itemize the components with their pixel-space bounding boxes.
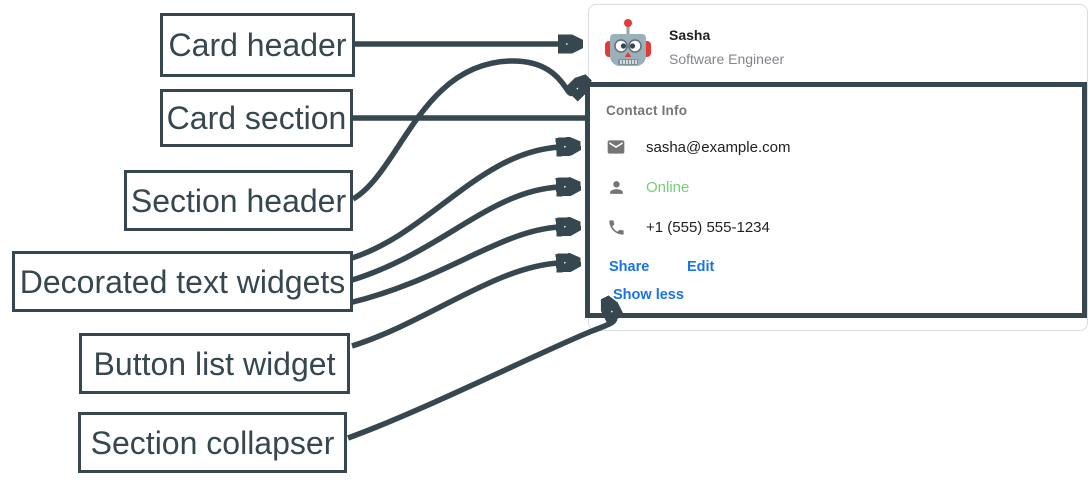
email-icon	[605, 136, 627, 158]
label-decorated-text-widgets: Decorated text widgets	[12, 251, 353, 312]
label-button-list-widget: Button list widget	[79, 333, 350, 394]
phone-icon	[605, 216, 627, 238]
arrow-decorated-text-1	[348, 147, 560, 262]
label-card-header: Card header	[160, 13, 355, 77]
decorated-text-email: sasha@example.com	[605, 136, 790, 158]
label-section-header: Section header	[124, 170, 353, 231]
robot-avatar	[604, 17, 652, 69]
share-button[interactable]: Share	[609, 259, 650, 275]
arrow-button-list	[351, 263, 560, 349]
arrow-section-header	[351, 58, 574, 202]
person-icon	[605, 176, 627, 198]
decorated-text-phone: +1 (555) 555-1234	[605, 216, 770, 238]
edit-button[interactable]: Edit	[687, 259, 715, 275]
card-title: Sasha	[669, 27, 711, 43]
phone-text: +1 (555) 555-1234	[646, 218, 770, 236]
arrow-decorated-text-2	[348, 187, 560, 284]
label-card-section: Card section	[160, 89, 353, 147]
email-text: sasha@example.com	[646, 138, 791, 156]
arrow-decorated-text-3	[348, 227, 560, 306]
section-header-title: Contact Info	[606, 103, 688, 118]
label-section-collapser: Section collapser	[78, 412, 347, 473]
arrow-section-collapser	[347, 316, 615, 441]
card: Sasha Software Engineer Contact Info sas…	[588, 4, 1088, 331]
decorated-text-status: Online	[605, 176, 689, 198]
card-subtitle: Software Engineer	[669, 51, 785, 67]
status-text: Online	[646, 178, 690, 196]
section-collapser-button[interactable]: Show less	[613, 287, 684, 303]
